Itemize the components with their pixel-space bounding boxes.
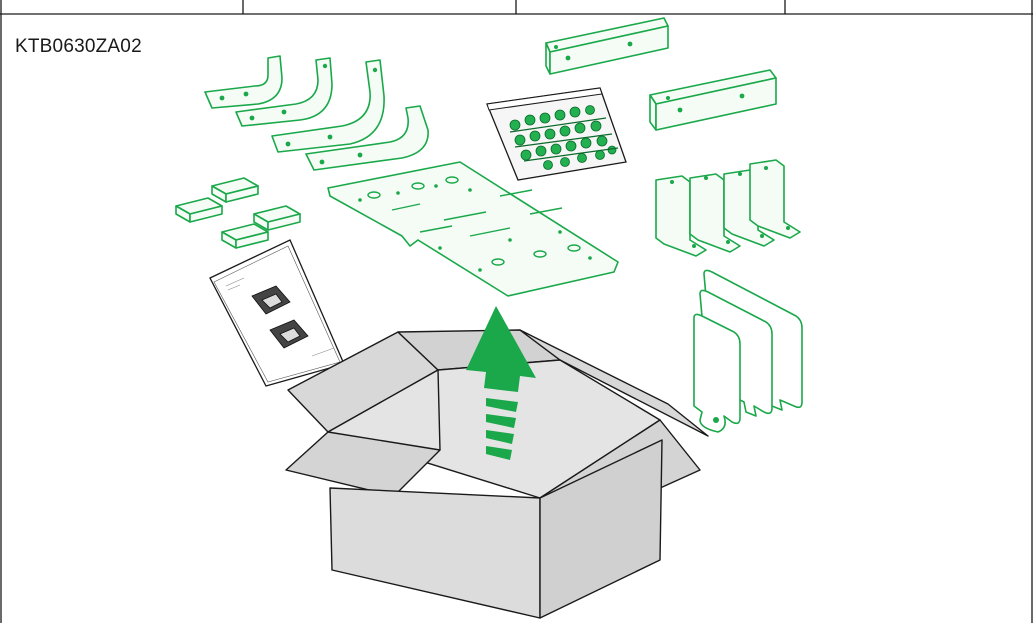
mounting-plate (328, 162, 618, 296)
u-supports (656, 160, 800, 256)
curved-busbars (205, 56, 428, 170)
figure-reference-code: KTB0630ZA02 (15, 36, 142, 58)
insulating-barriers (694, 270, 802, 432)
mounting-clips (176, 178, 300, 248)
instruction-manual (210, 240, 344, 386)
angle-bracket-top (546, 18, 668, 74)
hardware-bag (487, 88, 626, 180)
angle-bracket-middle (650, 70, 776, 130)
